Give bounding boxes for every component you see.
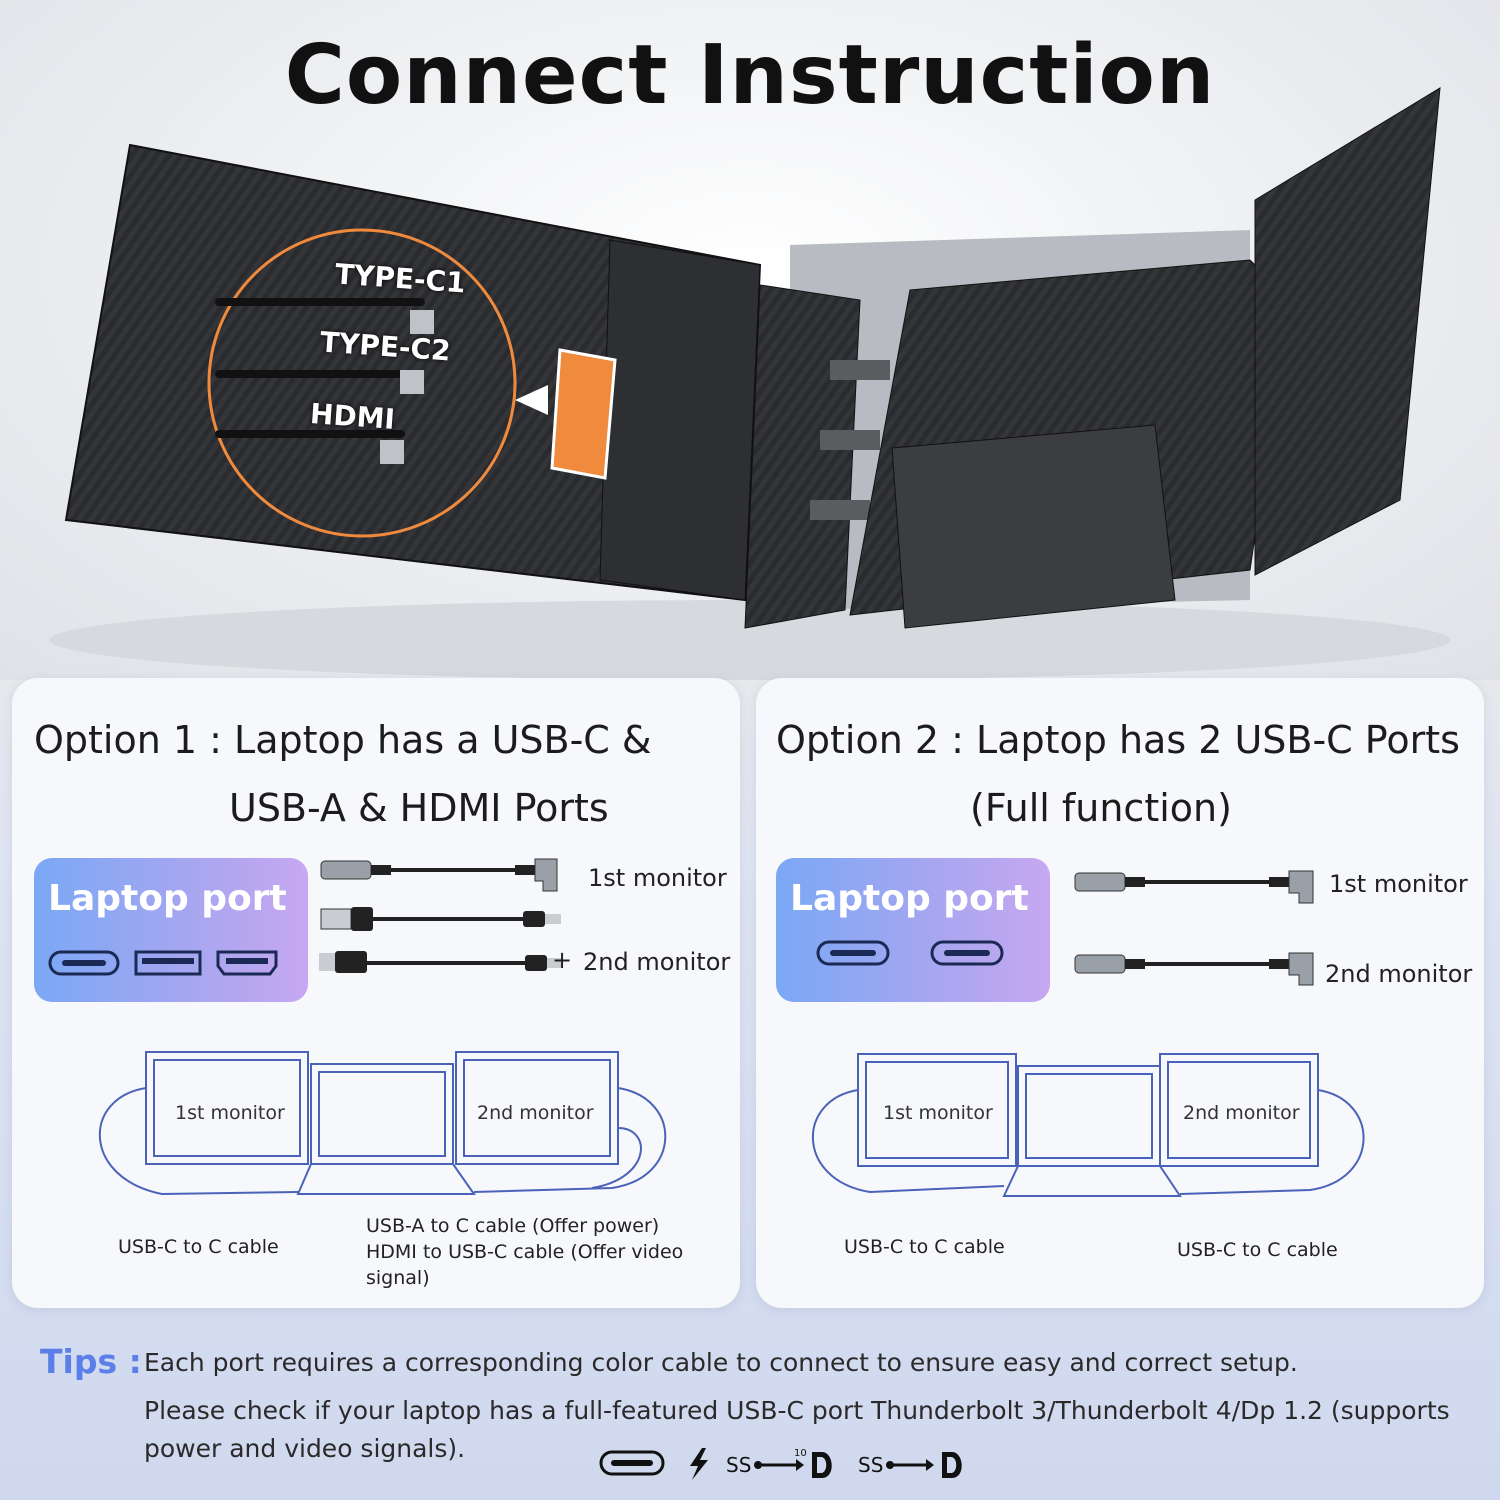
option2-cable-label-1: 1st monitor xyxy=(1329,870,1468,898)
option1-cable-label-1: 1st monitor xyxy=(588,864,727,892)
option1-caption-right-2: HDMI to USB-C cable (Offer video signal) xyxy=(366,1241,684,1289)
option1-caption-right-1: USB-A to C cable (Offer power) xyxy=(366,1215,660,1237)
tips-heading: Tips : xyxy=(40,1342,142,1381)
laptop-port-label: Laptop port xyxy=(48,878,287,919)
option2-diagram-right-label: 2nd monitor xyxy=(1183,1102,1300,1124)
option2-laptop-port-box: Laptop port xyxy=(776,858,1050,1002)
option1-title-line1: Option 1 : Laptop has a USB-C & xyxy=(34,718,652,762)
ss-usb-dp-icon: SS xyxy=(858,1452,962,1478)
tips-line-3: power and video signals). xyxy=(144,1434,466,1463)
option2-card: Option 2 : Laptop has 2 USB-C Ports (Ful… xyxy=(756,678,1484,1308)
usb-c-port-icon xyxy=(599,1450,665,1476)
port-icons xyxy=(816,940,1004,966)
ss-usb-10-dp-icon: SS 10 xyxy=(726,1448,832,1478)
laptop-port-label: Laptop port xyxy=(790,878,1029,919)
usb-c-to-c-cable-icon xyxy=(1074,952,1314,986)
svg-text:SS: SS xyxy=(726,1453,751,1477)
hdmi-to-c-cable-icon xyxy=(319,951,563,973)
option1-diagram-left-label: 1st monitor xyxy=(175,1102,285,1124)
plus-sign: + xyxy=(552,946,573,974)
port-standard-icons: SS 10 SS xyxy=(599,1448,962,1480)
option2-caption-left: USB-C to C cable xyxy=(844,1236,1005,1258)
option2-setup-diagram xyxy=(811,1053,1365,1197)
option2-caption-right: USB-C to C cable xyxy=(1177,1239,1338,1261)
option2-title-line2: (Full function) xyxy=(970,786,1232,830)
option2-title-line1: Option 2 : Laptop has 2 USB-C Ports xyxy=(776,718,1460,762)
usb-a-port-icon xyxy=(134,950,202,976)
usb-c-port-icon xyxy=(48,950,120,976)
usb-c-port-icon xyxy=(816,940,890,966)
hdmi-port-icon xyxy=(216,950,278,976)
option1-laptop-port-box: Laptop port xyxy=(34,858,308,1002)
thunderbolt-icon xyxy=(690,1448,708,1480)
hero-section: Connect Instruction TYPE-C1 TYPE-C2 HDMI xyxy=(0,0,1500,680)
option2-cable-label-2: 2nd monitor xyxy=(1325,960,1473,988)
usb-c-port-icon xyxy=(930,940,1004,966)
option1-cable-label-2: 2nd monitor xyxy=(583,948,731,976)
page-title: Connect Instruction xyxy=(284,28,1216,123)
option1-caption-left: USB-C to C cable xyxy=(118,1236,279,1258)
option1-setup-diagram xyxy=(99,1051,667,1196)
svg-text:SS: SS xyxy=(858,1453,883,1477)
usb-c-to-c-cable-icon xyxy=(320,858,558,892)
option1-title-line2: USB-A & HDMI Ports xyxy=(229,786,609,830)
option1-diagram-right-label: 2nd monitor xyxy=(477,1102,594,1124)
tips-line-2: Please check if your laptop has a full-f… xyxy=(144,1396,1450,1425)
monitor-illustration xyxy=(50,87,1450,680)
svg-text:10: 10 xyxy=(794,1448,807,1459)
tips-line-1: Each port requires a corresponding color… xyxy=(144,1348,1298,1377)
option2-diagram-left-label: 1st monitor xyxy=(883,1102,993,1124)
option2-cables-illustration xyxy=(1074,870,1314,986)
usb-c-to-c-cable-icon xyxy=(1074,870,1314,904)
usb-a-to-c-cable-icon xyxy=(320,907,561,931)
port-icons xyxy=(48,950,278,976)
option1-cables-illustration xyxy=(319,858,563,973)
option1-card: Option 1 : Laptop has a USB-C & USB-A & … xyxy=(12,678,740,1308)
port-label-hdmi: HDMI xyxy=(308,397,397,436)
